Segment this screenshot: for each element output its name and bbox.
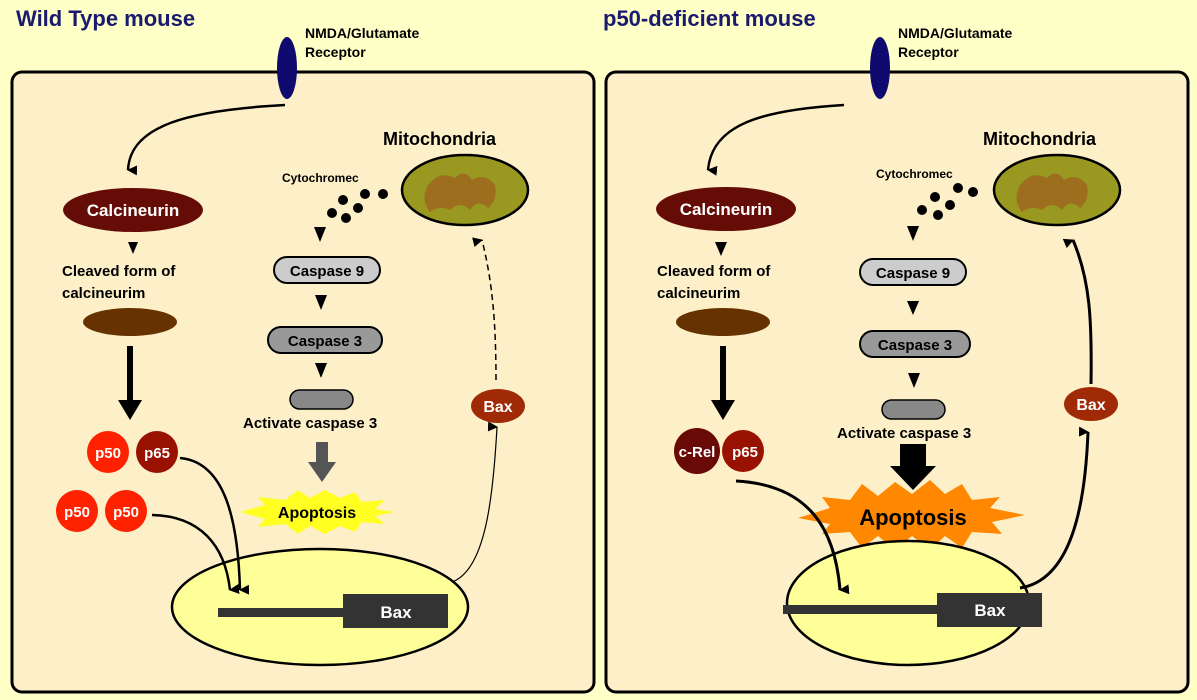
p50-subunit — [56, 490, 98, 532]
big-arrow-head — [711, 400, 735, 420]
receptor-label-line2: Receptor — [898, 44, 959, 60]
cleaved-label-line1: Cleaved form of — [657, 263, 771, 280]
mitochondria-label: Mitochondria — [983, 129, 1097, 149]
apoptosis-label: Apoptosis — [859, 505, 967, 530]
nucleus — [170, 547, 470, 667]
arrow-p50p65-to-bax — [179, 456, 250, 595]
bax-protein-node — [471, 389, 525, 423]
arrow-p50p50-to-bax — [151, 513, 240, 594]
arrow-gene-to-bax-protein — [1019, 426, 1090, 590]
p50-subunit — [105, 490, 147, 532]
weak-arrow-head — [308, 462, 336, 482]
mitochondria-cristae — [424, 173, 496, 212]
big-arrow-head — [118, 400, 142, 420]
p50-subunit — [87, 431, 129, 473]
activate-caspase3-label: Activate caspase 3 — [837, 425, 971, 442]
panel-wild-type: Wild Type mouse NMDA/Glutamate Receptor … — [10, 6, 596, 694]
p50-label: p50 — [95, 445, 121, 462]
caspase9-node — [859, 258, 967, 286]
arrow-head — [314, 227, 326, 242]
panel-p50-deficient: p50-deficient mouse NMDA/Glutamate Recep… — [603, 6, 1190, 694]
arrow-receptor-calcineurin — [126, 103, 286, 176]
promoter-line — [783, 605, 938, 614]
arrow-head — [128, 242, 138, 254]
crel-label: c-Rel — [679, 444, 716, 461]
strong-arrow-shaft — [900, 444, 926, 468]
p50-label: p50 — [64, 504, 90, 521]
arrow-gene-to-bax-protein — [451, 421, 498, 583]
solid-arrow-bax-to-mito — [1062, 238, 1093, 385]
calcineurin-node — [656, 187, 796, 231]
calcineurin-label: Calcineurin — [680, 200, 773, 219]
bax-gene — [343, 594, 448, 628]
cytochrome-label: Cytochromec — [876, 167, 953, 181]
caspase3-label: Caspase 3 — [878, 337, 952, 354]
bax-gene — [937, 593, 1042, 627]
weak-arrow-shaft — [316, 442, 328, 464]
panel-title: p50-deficient mouse — [603, 6, 816, 31]
bax-gene-label: Bax — [974, 601, 1006, 620]
caspase9-node — [273, 256, 381, 284]
receptor-label-line2: Receptor — [305, 44, 366, 60]
arrow-crelp65-to-bax — [735, 479, 850, 595]
mitochondria-cristae — [1016, 173, 1088, 212]
calcineurin-node — [63, 188, 203, 232]
mitochondria-label: Mitochondria — [383, 129, 497, 149]
bax-protein-label: Bax — [1076, 397, 1105, 414]
cleaved-label-line2: calcineurim — [62, 285, 145, 302]
apoptosis-burst — [240, 490, 395, 534]
arrow-receptor-calcineurin — [706, 103, 845, 176]
crel-subunit — [674, 428, 720, 474]
active-caspase3-node — [289, 389, 354, 410]
cytochrome-c-dots — [327, 189, 388, 223]
p65-label: p65 — [732, 444, 758, 461]
apoptosis-label: Apoptosis — [278, 505, 356, 522]
p65-label: p65 — [144, 445, 170, 462]
p50-label: p50 — [113, 504, 139, 521]
cleaved-label-line1: Cleaved form of — [62, 263, 176, 280]
caspase3-label: Caspase 3 — [288, 333, 362, 350]
promoter-line — [218, 608, 348, 617]
calcineurin-label: Calcineurin — [87, 201, 180, 220]
cleaved-calcineurin-node — [676, 308, 770, 336]
receptor-label-line1: NMDA/Glutamate — [898, 25, 1013, 41]
receptor-label-line1: NMDA/Glutamate — [305, 25, 420, 41]
apoptosis-burst — [798, 480, 1025, 550]
arrow-head — [315, 295, 327, 310]
p65-subunit — [136, 431, 178, 473]
caspase3-node — [267, 326, 383, 354]
arrow-head — [315, 363, 327, 378]
nmda-receptor — [870, 37, 890, 99]
arrow-head — [908, 373, 920, 388]
arrow-head — [907, 226, 919, 241]
cleaved-label-line2: calcineurim — [657, 285, 740, 302]
p65-subunit — [722, 430, 764, 472]
bax-protein-label: Bax — [483, 399, 512, 416]
activate-caspase3-label: Activate caspase 3 — [243, 415, 377, 432]
strong-arrow-head — [890, 466, 936, 490]
arrow-head — [715, 242, 727, 256]
caspase9-label: Caspase 9 — [290, 263, 364, 280]
caspase9-label: Caspase 9 — [876, 265, 950, 282]
cytochrome-label: Cytochromec — [282, 171, 359, 185]
nmda-receptor — [277, 37, 297, 99]
cytochrome-c-dots — [917, 183, 978, 220]
cleaved-calcineurin-node — [83, 308, 177, 336]
bax-protein-node — [1064, 387, 1118, 421]
panel-title: Wild Type mouse — [16, 6, 195, 31]
active-caspase3-node — [881, 399, 946, 420]
caspase3-node — [859, 330, 971, 358]
bax-gene-label: Bax — [380, 603, 412, 622]
arrow-head — [907, 301, 919, 315]
